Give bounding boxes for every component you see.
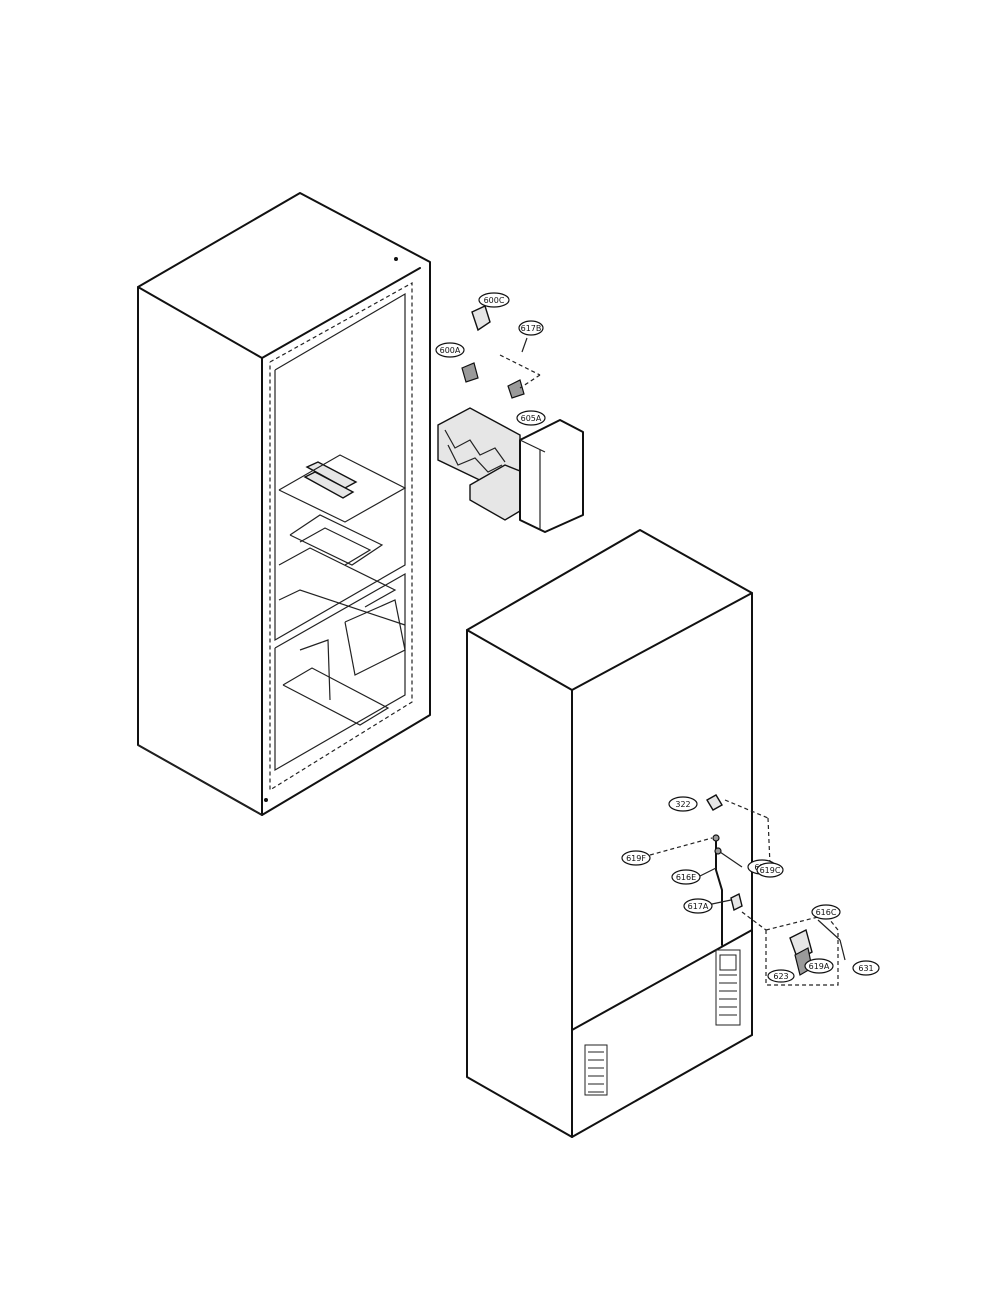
hinge-pin-icon bbox=[264, 798, 268, 802]
rear-cabinet-outline bbox=[466, 529, 753, 1138]
screw-617b bbox=[521, 337, 528, 353]
leader-617a-line bbox=[711, 899, 732, 905]
valve-part-622 bbox=[706, 794, 723, 811]
refrigerator-cabinet-front bbox=[137, 192, 431, 816]
callout-619a: 619A bbox=[804, 958, 834, 974]
icemaker-control-box bbox=[519, 419, 584, 533]
tube-clamp bbox=[714, 847, 722, 855]
callout-619c: 619C bbox=[756, 862, 784, 878]
rear-top-edge-right bbox=[571, 592, 753, 691]
leader-622 bbox=[724, 799, 769, 819]
leader-616e bbox=[699, 867, 717, 877]
callout-631: 631 bbox=[852, 960, 880, 976]
upper-shelf bbox=[278, 454, 407, 523]
callout-617b: 617B bbox=[518, 320, 544, 336]
crisper-cover-inset bbox=[299, 527, 372, 566]
rear-vent-grille bbox=[584, 1044, 608, 1096]
shelf-rail-2 bbox=[303, 471, 355, 499]
callout-label: 616E bbox=[676, 873, 696, 882]
icemaker-assembly bbox=[437, 305, 584, 533]
icemaker-bracket-600c bbox=[471, 305, 491, 332]
leader-616c bbox=[817, 919, 841, 941]
leader-617b bbox=[499, 354, 541, 376]
icemaker-fingers-2 bbox=[447, 444, 503, 473]
cabinet-top-left-edge bbox=[137, 286, 263, 359]
callout-label: 619A bbox=[809, 962, 830, 971]
callout-label: 619C bbox=[760, 866, 781, 875]
callout-623: 623 bbox=[767, 969, 795, 983]
leader-322 bbox=[767, 817, 771, 866]
cabinet-top-front-edge bbox=[261, 267, 421, 359]
leader-631 bbox=[839, 939, 846, 961]
callout-label: 617B bbox=[521, 324, 542, 333]
callout-label: 619F bbox=[626, 854, 646, 863]
callout-label: 631 bbox=[858, 964, 873, 973]
leader-619f bbox=[649, 837, 713, 856]
door-opening-gasket bbox=[269, 281, 413, 792]
callout-600c: 600C bbox=[478, 292, 510, 308]
callout-label: 600A bbox=[440, 346, 461, 355]
grommet-600a bbox=[461, 362, 479, 383]
callout-label: 616C bbox=[816, 908, 837, 917]
machine-compartment-cover bbox=[571, 929, 753, 1036]
icemaker-fingers bbox=[444, 429, 506, 463]
freezer-basket-upper bbox=[344, 599, 406, 676]
rear-top-edge-left bbox=[466, 629, 573, 691]
leader-620 bbox=[719, 851, 743, 868]
crisper-cover bbox=[289, 514, 384, 566]
freezer-partition bbox=[299, 639, 331, 701]
fresh-food-compartment bbox=[274, 292, 406, 642]
callout-label: 322 bbox=[675, 800, 690, 809]
callout-619f: 619F bbox=[621, 850, 651, 866]
freezer-compartment bbox=[274, 572, 406, 772]
refrigerator-cabinet-rear bbox=[466, 529, 846, 1138]
tube-holder-617a bbox=[730, 892, 743, 912]
callout-605a: 605A bbox=[516, 410, 546, 426]
crisper-drawer bbox=[278, 547, 397, 608]
hinge-pin-icon bbox=[394, 257, 398, 261]
leader-valve bbox=[741, 911, 767, 931]
callout-600a: 600A bbox=[435, 342, 465, 358]
divider bbox=[278, 589, 406, 626]
callout-label: 600C bbox=[484, 296, 505, 305]
callout-616e: 616E bbox=[671, 869, 701, 885]
freezer-basket-lower bbox=[282, 667, 390, 726]
side-vent-grille bbox=[715, 949, 741, 1026]
callout-617a: 617A bbox=[683, 898, 713, 914]
callout-label: 623 bbox=[773, 972, 788, 981]
callout-616c: 616C bbox=[811, 904, 841, 920]
grommet-600b bbox=[507, 379, 525, 399]
callout-label: 617A bbox=[688, 902, 709, 911]
cabinet-base-edge bbox=[137, 744, 263, 816]
leader-617b-2 bbox=[519, 374, 541, 389]
control-box-top bbox=[519, 439, 546, 453]
water-tube bbox=[715, 839, 723, 946]
tube-fitting bbox=[712, 834, 720, 842]
callout-label: 605A bbox=[521, 414, 542, 423]
callout-322: 322 bbox=[668, 796, 698, 812]
